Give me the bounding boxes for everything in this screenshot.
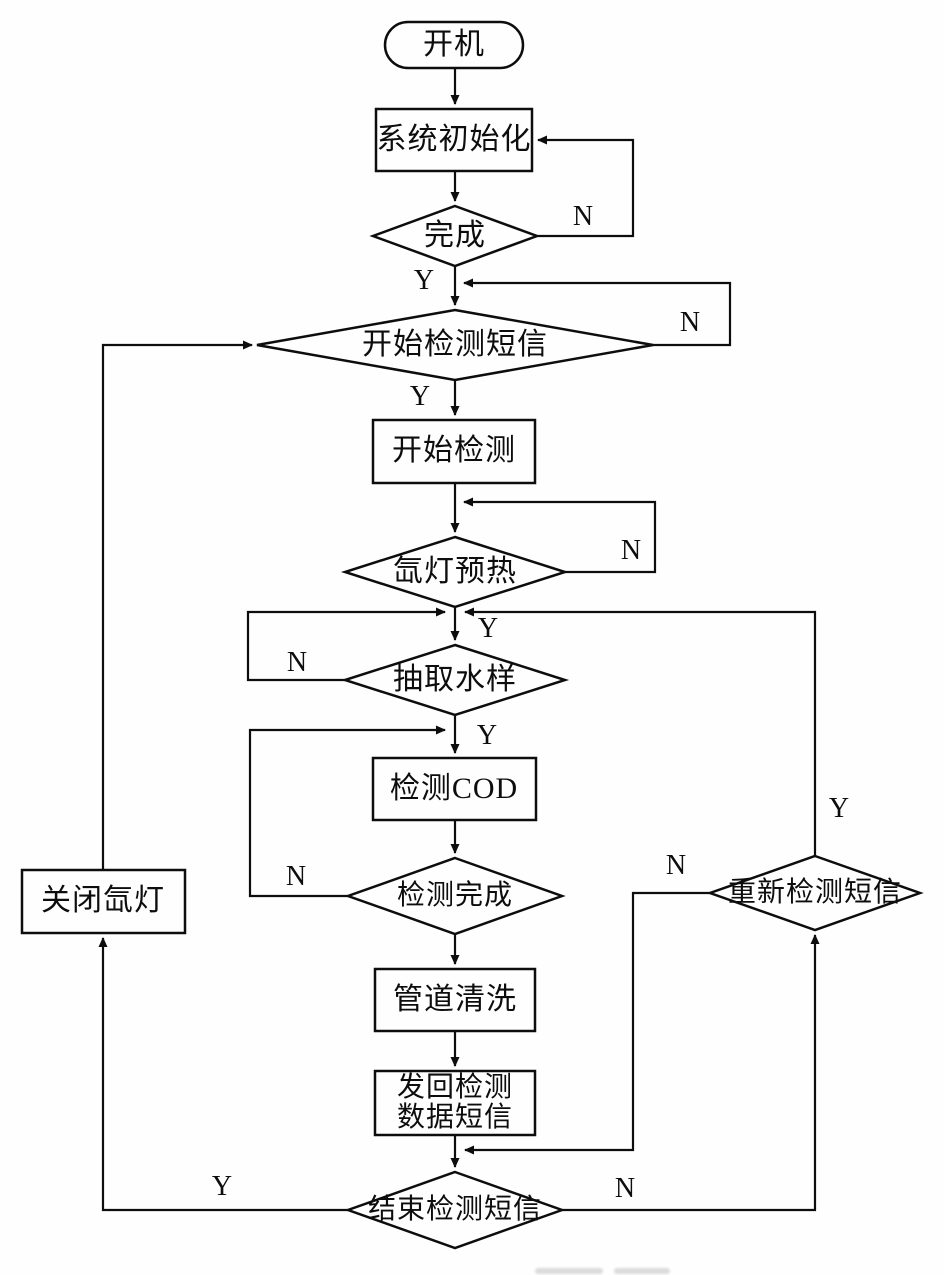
node-preheat-label: 氙灯预热	[393, 554, 517, 588]
node-sample-label: 抽取水样	[393, 662, 517, 696]
node-start-shape	[383, 20, 525, 70]
edge-startsms-no-loop	[463, 278, 732, 347]
edge-lampoff-to-startsms	[101, 340, 253, 870]
label-redetect-no: N	[665, 850, 687, 881]
label-sample-no: N	[286, 647, 308, 678]
node-pipeclean-shape	[373, 967, 537, 1033]
node-lampoff-label: 关闭氙灯	[41, 883, 165, 917]
label-done-yes: Y	[413, 265, 435, 296]
node-redetect-label: 重新检测短信	[727, 876, 903, 908]
label-redetect-yes: Y	[828, 793, 850, 824]
node-lampoff-shape	[20, 868, 187, 935]
edge-redetect-no-return	[464, 891, 710, 1155]
node-startsms-label: 开始检测短信	[362, 327, 548, 361]
label-endsms-no: N	[614, 1173, 636, 1204]
node-startdetect-label: 开始检测	[392, 433, 516, 467]
node-startsms-shape	[256, 308, 654, 382]
node-detectdone-shape	[344, 856, 566, 936]
node-detectdone-label: 检测完成	[396, 879, 514, 911]
node-pipeclean-label: 管道清洗	[393, 982, 517, 1016]
edge-endsms-no	[562, 934, 820, 1212]
node-senddata-shape	[373, 1069, 537, 1137]
node-sample-shape	[340, 643, 570, 717]
label-startsms-no: N	[679, 307, 701, 338]
edge-redetect-yes-return	[464, 607, 817, 856]
node-init-shape	[374, 107, 534, 173]
label-startsms-yes: Y	[409, 381, 431, 412]
edge-detectdone-no-loop	[248, 725, 446, 898]
label-done-no: N	[572, 201, 594, 232]
node-senddata-label: 发回检测 数据短信	[396, 1071, 514, 1133]
label-preheat-no: N	[620, 535, 642, 566]
edge-preheat-no-loop	[463, 497, 657, 574]
node-cod-label: 检测COD	[389, 771, 519, 805]
node-senddata-line2: 数据短信	[396, 1102, 514, 1133]
node-done-shape	[369, 204, 541, 268]
node-endsms-shape	[344, 1170, 566, 1250]
node-cod-shape	[371, 756, 538, 822]
edge-sample-no-loop	[246, 607, 446, 682]
label-detectdone-no: N	[285, 861, 307, 892]
node-start-label: 开机	[423, 27, 485, 61]
caption-smudge	[535, 1268, 603, 1274]
label-sample-yes: Y	[476, 720, 498, 751]
caption-smudge	[614, 1268, 670, 1274]
node-init-label: 系统初始化	[376, 122, 532, 156]
node-senddata-line1: 发回检测	[396, 1071, 514, 1103]
label-preheat-yes: Y	[477, 613, 499, 644]
edge-done-no-loop	[537, 135, 635, 238]
label-endsms-yes: Y	[211, 1171, 233, 1202]
node-preheat-shape	[340, 535, 570, 609]
node-redetect-shape	[706, 854, 924, 932]
node-startdetect-shape	[371, 418, 537, 485]
edge-endsms-yes	[98, 937, 348, 1212]
node-endsms-label: 结束检测短信	[367, 1193, 543, 1225]
node-done-label: 完成	[424, 218, 486, 252]
